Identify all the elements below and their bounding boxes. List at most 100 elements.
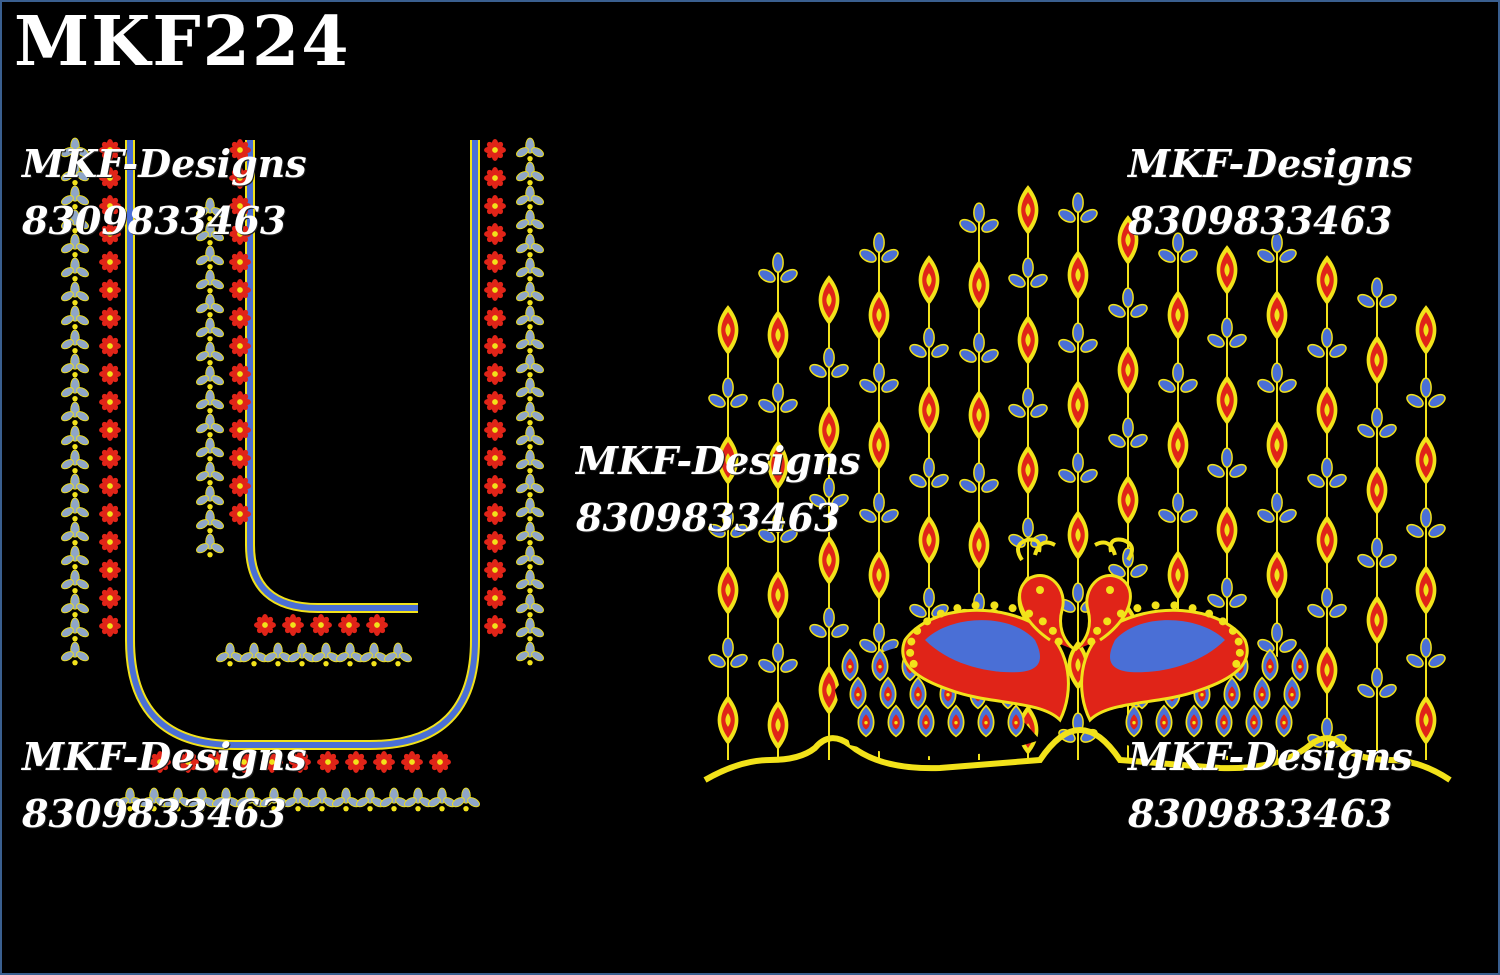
bead-dot	[1170, 601, 1179, 610]
drop-motif	[918, 515, 940, 565]
flower-motif	[484, 251, 506, 273]
flower-motif	[338, 614, 360, 636]
leaf-motif	[514, 233, 546, 258]
leaf-motif	[59, 401, 91, 426]
bead-dot	[1038, 617, 1047, 626]
leaf-motif	[334, 642, 366, 667]
bead-dot	[907, 637, 916, 646]
leaf-motif	[59, 545, 91, 570]
bead-dot	[936, 609, 945, 618]
flower-motif	[99, 559, 121, 581]
leaf-motif	[194, 269, 226, 294]
bead-dot	[1048, 626, 1057, 635]
flower-motif	[345, 751, 367, 773]
leaf-motif	[59, 593, 91, 618]
drop-motif	[868, 550, 890, 600]
watermark-phone: 8309833463	[576, 495, 841, 540]
flower-motif	[282, 614, 304, 636]
drop-motif	[1316, 645, 1338, 695]
leaf-motif	[59, 449, 91, 474]
leaf-motif	[514, 569, 546, 594]
flower-motif	[99, 447, 121, 469]
drop-motif	[1067, 380, 1089, 430]
leaf-motif	[514, 137, 546, 162]
drop-motif	[1017, 185, 1039, 235]
leaf-motif	[262, 642, 294, 667]
leaf-motif	[514, 641, 546, 666]
watermark-bottom-left: MKF-Designs 8309833463	[22, 728, 307, 842]
drop-motif	[717, 565, 739, 615]
drop-motif	[1216, 245, 1238, 295]
flower-motif	[310, 614, 332, 636]
leaf-motif	[514, 473, 546, 498]
flower-motif	[484, 503, 506, 525]
flower-motif	[484, 391, 506, 413]
drop-motif	[918, 255, 940, 305]
watermark-phone: 8309833463	[1128, 198, 1393, 243]
leaf-motif	[378, 787, 410, 812]
drop-motif	[1415, 565, 1437, 615]
flower-motif	[99, 531, 121, 553]
leaf-motif	[514, 425, 546, 450]
sleeve-design	[703, 185, 1452, 783]
leaf-motif	[59, 377, 91, 402]
watermark-brand: MKF-Designs	[22, 141, 307, 186]
watermark-brand: MKF-Designs	[22, 734, 307, 779]
leaf-motif	[59, 305, 91, 330]
drop-motif	[1117, 345, 1139, 395]
bead-dot	[953, 604, 962, 613]
leaf-motif	[514, 401, 546, 426]
flower-motif	[484, 335, 506, 357]
feather-motif	[1291, 648, 1309, 682]
leaf-motif	[59, 425, 91, 450]
flower-motif	[99, 587, 121, 609]
leaf-motif	[59, 641, 91, 666]
leaf-motif	[514, 617, 546, 642]
watermark-brand: MKF-Designs	[1128, 734, 1413, 779]
leaf-motif	[194, 413, 226, 438]
flower-motif	[484, 419, 506, 441]
flower-motif	[366, 614, 388, 636]
leaf-motif	[514, 185, 546, 210]
leaf-motif	[514, 281, 546, 306]
bead-dot	[913, 626, 922, 635]
leaf-motif	[514, 257, 546, 282]
drop-motif	[1316, 515, 1338, 565]
leaf-motif	[514, 305, 546, 330]
leaf-motif	[514, 545, 546, 570]
bead-dot	[1025, 609, 1034, 618]
watermark-phone: 8309833463	[22, 198, 287, 243]
drop-motif	[968, 520, 990, 570]
flower-motif	[484, 139, 506, 161]
watermark-bottom-right: MKF-Designs 8309833463	[1128, 728, 1413, 842]
drop-motif	[868, 420, 890, 470]
leaf-motif	[194, 509, 226, 534]
bead-dot	[1133, 604, 1142, 613]
leaf-motif	[306, 787, 338, 812]
flower-motif	[484, 447, 506, 469]
drop-motif	[1167, 550, 1189, 600]
flower-motif	[317, 751, 339, 773]
leaf-motif	[194, 245, 226, 270]
leaf-motif	[194, 341, 226, 366]
drop-motif	[767, 700, 789, 750]
bead-dot	[1103, 617, 1112, 626]
leaf-motif	[310, 642, 342, 667]
leaf-motif	[59, 521, 91, 546]
drop-motif	[717, 305, 739, 355]
bead-dot	[1054, 637, 1063, 646]
leaf-motif	[59, 473, 91, 498]
leaf-motif	[194, 389, 226, 414]
leaf-motif	[358, 642, 390, 667]
leaf-motif	[450, 787, 482, 812]
leaf-motif	[354, 787, 386, 812]
flower-motif	[99, 363, 121, 385]
leaf-motif	[59, 281, 91, 306]
watermark-brand: MKF-Designs	[1128, 141, 1413, 186]
bead-dot	[1234, 637, 1243, 646]
drop-motif	[1167, 290, 1189, 340]
left-peacock	[901, 537, 1076, 723]
flower-motif	[429, 751, 451, 773]
drop-motif	[1366, 335, 1388, 385]
leaf-motif	[402, 787, 434, 812]
